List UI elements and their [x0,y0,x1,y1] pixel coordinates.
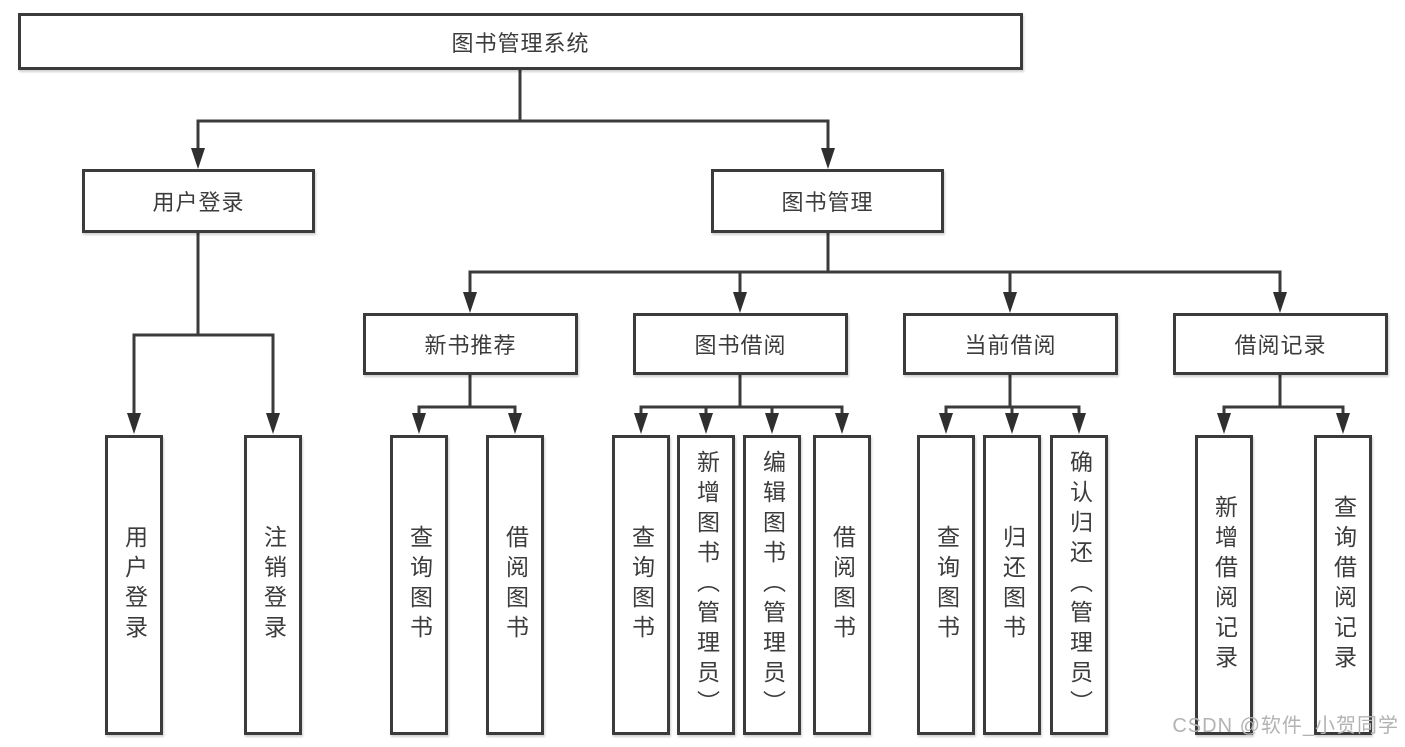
leaf-label: 查询图书 [628,525,655,645]
arrowhead [463,292,477,313]
connector-user-bus [132,333,275,416]
node-current-borrowing: 当前借阅 [903,313,1118,375]
leaf-edit-books-admin: 编辑图书（管理员） [743,435,801,735]
leaf-add-books-admin: 新增图书（管理员） [677,435,735,735]
node-book-borrowing: 图书借阅 [633,313,848,375]
node-borrowing-records: 借阅记录 [1173,313,1388,375]
arrowhead [699,413,713,434]
arrowhead [191,148,205,169]
arrowheads [127,148,1350,434]
leaf-label: 新增借阅记录 [1211,495,1238,675]
arrowhead [733,292,747,313]
leaf-confirm-return-admin: 确认归还（管理员） [1050,435,1108,735]
leaf-logout: 注销登录 [244,435,302,735]
leaf-label: 查询借阅记录 [1330,495,1357,675]
node-new-book-recommendation: 新书推荐 [363,313,578,375]
node-root-library-system: 图书管理系统 [18,13,1023,70]
leaf-label: 借阅图书 [829,525,856,645]
arrowhead [939,413,953,434]
connector-level2-bus [196,119,830,151]
node-user-login: 用户登录 [82,169,315,233]
leaf-add-borrow-record: 新增借阅记录 [1195,435,1253,735]
arrowhead [412,413,426,434]
leaf-borrow-books-newbook: 借阅图书 [486,435,544,735]
connector-borrow-bus [639,405,844,416]
arrowhead [1003,292,1017,313]
leaf-return-books: 归还图书 [983,435,1041,735]
csdn-watermark: CSDN @软件_小贺同学 [1172,715,1399,737]
connector-records-bus [1222,405,1345,416]
leaf-label: 归还图书 [999,525,1026,645]
leaf-label: 查询图书 [933,525,960,645]
arrowhead [508,413,522,434]
leaf-borrow-books-borrowing: 借阅图书 [813,435,871,735]
leaf-label: 用户登录 [121,525,148,645]
arrowhead [1336,413,1350,434]
leaf-label: 注销登录 [260,525,287,645]
arrowhead [634,413,648,434]
leaf-query-books-newbook: 查询图书 [390,435,448,735]
leaf-query-borrow-record: 查询借阅记录 [1314,435,1372,735]
arrowhead [821,148,835,169]
arrowhead [1072,413,1086,434]
connector-newbook-bus [417,405,517,416]
arrowhead [765,413,779,434]
node-book-management: 图书管理 [711,169,944,233]
leaf-label: 借阅图书 [502,525,529,645]
leaf-query-books-borrowing: 查询图书 [612,435,670,735]
arrowhead [1273,292,1287,313]
connector-level3-bus [468,270,1282,294]
leaf-label: 查询图书 [406,525,433,645]
leaf-label: 新增图书（管理员） [693,450,720,720]
leaf-query-books-current: 查询图书 [917,435,975,735]
leaf-user-login: 用户登录 [105,435,163,735]
arrowhead [127,413,141,434]
arrowhead [1217,413,1231,434]
arrowhead [266,413,280,434]
leaf-label: 确认归还（管理员） [1066,450,1093,720]
leaf-label: 编辑图书（管理员） [759,450,786,720]
arrowhead [835,413,849,434]
arrowhead [1005,413,1019,434]
